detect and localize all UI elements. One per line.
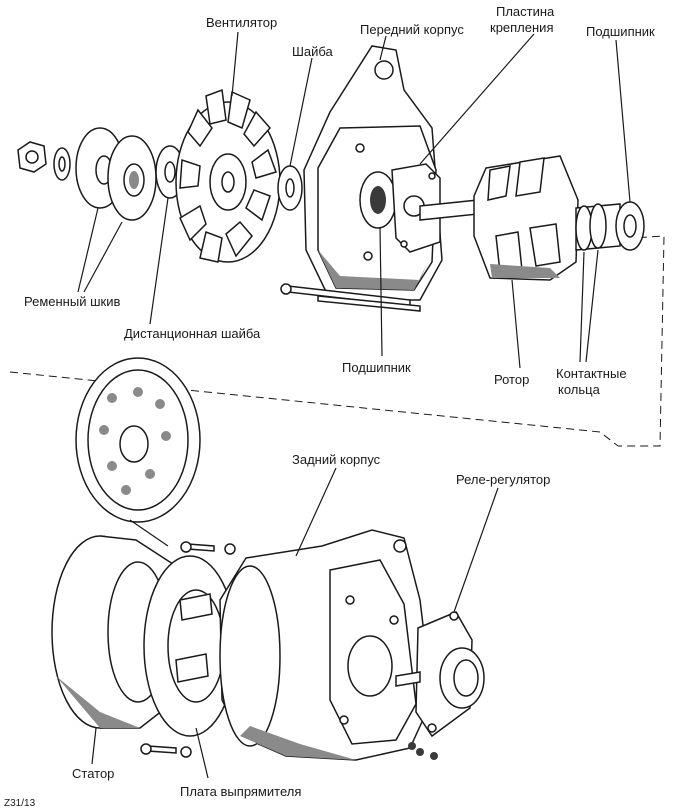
label-bearing-center: Подшипник [342, 360, 411, 375]
rectifier-screws [140, 541, 236, 758]
label-spacer-washer: Дистанционная шайба [124, 326, 261, 341]
label-slip-rings-line1: Контактные [556, 366, 627, 381]
label-washer: Шайба [292, 44, 334, 59]
label-regulator: Реле-регулятор [456, 472, 550, 487]
label-fan: Вентилятор [206, 15, 277, 30]
through-bolts [280, 283, 421, 312]
leader-lines [77, 31, 631, 779]
washer [277, 165, 303, 211]
rotor [419, 155, 579, 281]
figure-code: Z31/13 [4, 798, 36, 809]
label-rotor: Ротор [494, 372, 529, 387]
lock-washer [53, 147, 71, 181]
mounting-plate [391, 163, 441, 253]
fan [175, 88, 281, 263]
rear-bearing [615, 201, 645, 251]
voltage-regulator [395, 611, 485, 738]
rectifier-plate [143, 555, 237, 737]
label-belt-pulley: Ременный шкив [24, 294, 120, 309]
pulley-nut [17, 141, 47, 173]
regulator-screws [408, 742, 438, 760]
rectifier-detail-inset [75, 357, 201, 547]
belt-pulley [75, 127, 157, 221]
rear-housing [219, 529, 433, 761]
part-labels: Вентилятор Шайба Передний корпус Пластин… [4, 4, 655, 809]
label-mounting-plate-line2: крепления [490, 20, 553, 35]
label-rectifier-plate: Плата выпрямителя [180, 784, 301, 799]
label-mounting-plate-line1: Пластина [496, 4, 555, 19]
label-slip-rings-line2: кольца [558, 382, 601, 397]
label-stator: Статор [72, 766, 114, 781]
label-rear-housing: Задний корпус [292, 452, 381, 467]
label-bearing-right: Подшипник [586, 24, 655, 39]
label-front-housing: Передний корпус [360, 22, 464, 37]
slip-rings [575, 203, 621, 251]
